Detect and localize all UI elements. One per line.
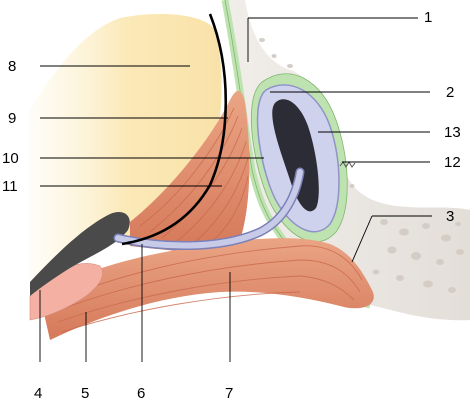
orbital-fat-region [30,14,222,300]
label-11: 11 [2,178,18,195]
eyelid-margin [30,211,130,296]
canaliculus-inner [115,169,303,249]
label-7: 7 [225,385,233,402]
label-2: 2 [446,84,454,101]
horner-muscle-band [40,238,374,340]
label-9: 9 [8,110,16,127]
septum-curve [121,13,228,246]
sac-lumen [272,99,319,212]
label-5: 5 [81,385,89,402]
orbicularis-muscle [130,90,250,252]
label-12: 12 [444,154,461,171]
leader-lines [39,17,432,362]
label-3: 3 [446,208,454,225]
label-13: 13 [444,124,461,141]
label-4: 4 [34,385,42,402]
label-6: 6 [137,385,145,402]
suture-line [339,161,356,168]
label-10: 10 [2,150,19,167]
label-1: 1 [424,9,432,26]
label-8: 8 [8,58,16,75]
